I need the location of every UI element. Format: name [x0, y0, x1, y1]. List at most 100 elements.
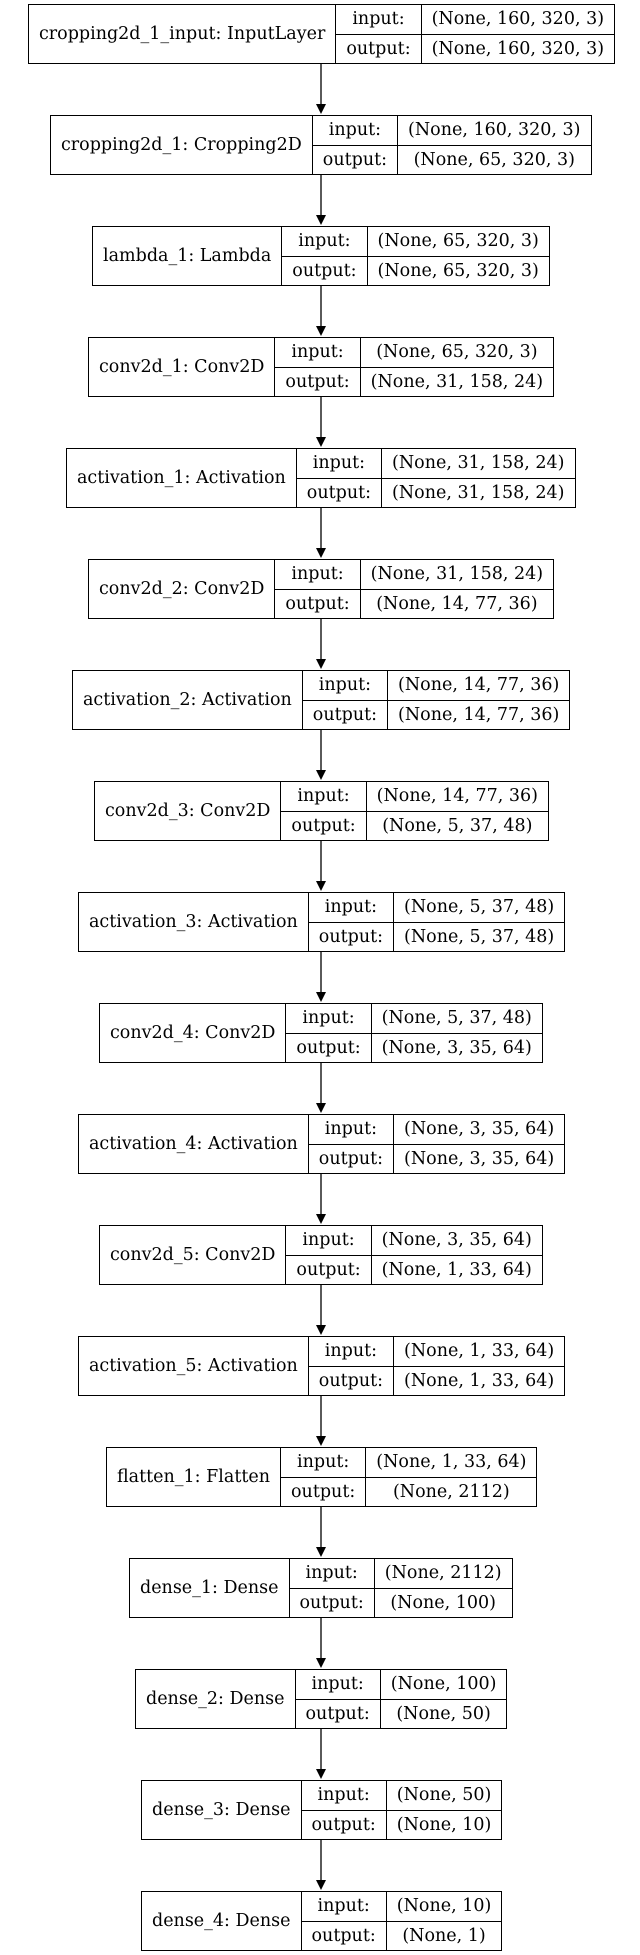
- shape-values: (None, 3, 35, 64)(None, 3, 35, 64): [394, 1115, 565, 1173]
- shape-values: (None, 10) (None, 1): [386, 1892, 502, 1950]
- input-label: input:: [308, 893, 394, 923]
- layer-name: activation_4: Activation: [79, 1115, 309, 1173]
- io-labels: input:output:: [308, 1115, 395, 1173]
- output-shape: (None, 3, 35, 64): [381, 1037, 532, 1058]
- output-shape: (None, 10): [396, 1814, 492, 1835]
- layer-name: dense_4: Dense: [142, 1892, 302, 1950]
- output-label: output:: [296, 1259, 361, 1280]
- input-shape: (None, 3, 35, 64): [371, 1226, 542, 1256]
- layer-name: conv2d_5: Conv2D: [100, 1226, 287, 1284]
- layer-name: activation_2: Activation: [73, 671, 303, 729]
- input-label: input:: [301, 1892, 386, 1922]
- output-shape: (None, 3, 35, 64): [404, 1148, 555, 1169]
- output-shape: (None, 1, 33, 64): [404, 1370, 555, 1391]
- io-labels: input:output:: [289, 1559, 375, 1617]
- shape-values: (None, 100) (None, 50): [380, 1670, 507, 1728]
- output-label: output:: [292, 260, 357, 281]
- input-label: input:: [301, 1781, 386, 1811]
- shape-values: (None, 50) (None, 10): [386, 1781, 502, 1839]
- shape-values: (None, 5, 37, 48)(None, 3, 35, 64): [371, 1004, 542, 1062]
- layer-name: flatten_1: Flatten: [107, 1448, 282, 1506]
- input-shape: (None, 160, 320, 3): [398, 116, 591, 146]
- input-label: input:: [286, 1004, 371, 1034]
- edge-arrowhead: [316, 1547, 326, 1557]
- layer-name: conv2d_3: Conv2D: [95, 782, 282, 840]
- output-shape: (None, 31, 158, 24): [392, 482, 565, 503]
- output-shape: (None, 31, 158, 24): [370, 371, 544, 392]
- output-label: output:: [318, 1148, 384, 1169]
- input-label: input:: [286, 1226, 371, 1256]
- shape-values: (None, 14, 77, 36)(None, 5, 37, 48): [366, 782, 548, 840]
- edge-arrowhead: [316, 1214, 326, 1224]
- edge-arrowhead: [316, 659, 326, 669]
- io-labels: input:output:: [336, 5, 422, 63]
- output-shape: (None, 5, 37, 48): [404, 926, 555, 947]
- output-label: output:: [305, 1703, 370, 1724]
- edge-arrowhead: [316, 326, 326, 336]
- io-labels: input:output:: [308, 1337, 395, 1395]
- layer-name: cropping2d_1: Cropping2D: [51, 116, 313, 174]
- output-shape: (None, 2112): [392, 1481, 510, 1502]
- output-label: output:: [322, 149, 388, 170]
- io-labels: input: output:: [295, 1670, 381, 1728]
- shape-values: (None, 160, 320, 3) (None, 65, 320, 3): [398, 116, 591, 174]
- input-shape: (None, 14, 77, 36): [388, 671, 570, 701]
- layer-name: conv2d_4: Conv2D: [100, 1004, 287, 1062]
- io-labels: input:output:: [281, 1448, 367, 1506]
- shape-values: (None, 14, 77, 36)(None, 14, 77, 36): [388, 671, 570, 729]
- input-label: input:: [295, 1670, 380, 1700]
- input-shape: (None, 5, 37, 48): [394, 893, 565, 923]
- io-labels: input:output:: [301, 1781, 387, 1839]
- output-shape: (None, 65, 320, 3): [413, 149, 575, 170]
- edge-arrowhead: [316, 881, 326, 891]
- input-shape: (None, 1, 33, 64): [394, 1337, 565, 1367]
- output-shape: (None, 1): [402, 1925, 486, 1946]
- shape-values: (None, 31, 158, 24)(None, 31, 158, 24): [382, 449, 575, 507]
- io-labels: input:output:: [282, 227, 368, 285]
- layer-name: activation_3: Activation: [79, 893, 309, 951]
- output-shape: (None, 65, 320, 3): [377, 260, 539, 281]
- input-shape: (None, 10): [386, 1892, 502, 1922]
- input-label: input:: [302, 671, 388, 701]
- io-labels: input: output:: [301, 1892, 387, 1950]
- input-label: input:: [336, 5, 421, 35]
- input-label: input:: [275, 338, 360, 368]
- input-shape: (None, 100): [380, 1670, 507, 1700]
- output-label: output:: [311, 1925, 376, 1946]
- edge-arrowhead: [316, 770, 326, 780]
- output-label: output:: [299, 1592, 364, 1613]
- shape-values: (None, 31, 158, 24)(None, 14, 77, 36): [360, 560, 554, 618]
- layer-name: activation_5: Activation: [79, 1337, 309, 1395]
- output-shape: (None, 1, 33, 64): [381, 1259, 532, 1280]
- output-label: output:: [285, 593, 350, 614]
- layer-name: conv2d_1: Conv2D: [89, 338, 276, 396]
- shape-values: (None, 1, 33, 64)(None, 2112): [366, 1448, 537, 1506]
- edge-arrowhead: [316, 215, 326, 225]
- input-label: input:: [281, 782, 366, 812]
- edge-arrowhead: [316, 437, 326, 447]
- input-shape: (None, 50): [386, 1781, 502, 1811]
- input-label: input:: [312, 116, 398, 146]
- output-shape: (None, 50): [396, 1703, 491, 1724]
- layer-name: activation_1: Activation: [67, 449, 297, 507]
- input-shape: (None, 31, 158, 24): [360, 560, 554, 590]
- output-label: output:: [296, 1037, 361, 1058]
- io-labels: input: output:: [312, 116, 399, 174]
- output-label: output:: [318, 926, 384, 947]
- layer-name: lambda_1: Lambda: [93, 227, 283, 285]
- input-shape: (None, 14, 77, 36): [366, 782, 548, 812]
